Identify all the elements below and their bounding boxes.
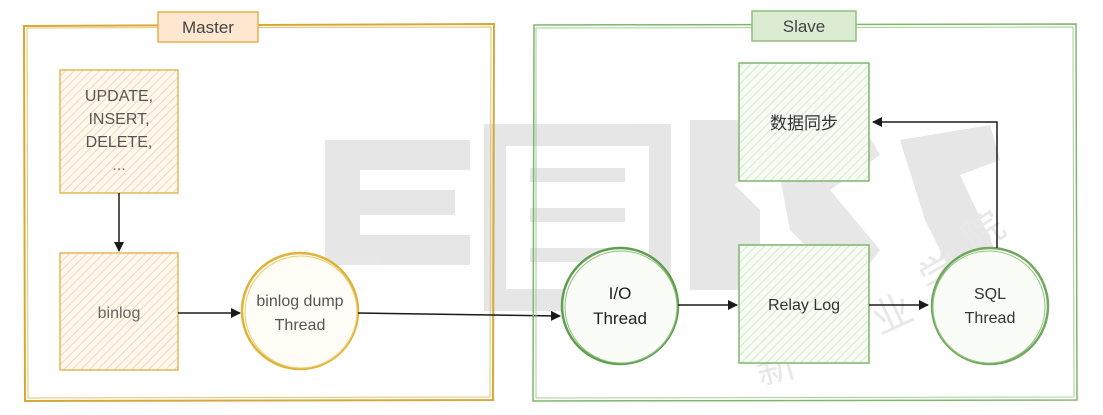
watermark-logo: 新 职 业 学 院 xyxy=(325,120,1013,394)
data-sync-label: 数据同步 xyxy=(770,114,838,133)
io-thread-line2: Thread xyxy=(593,309,647,328)
io-thread-line1: I/O xyxy=(609,284,632,303)
binlog-box: binlog xyxy=(59,252,179,371)
sql-statements-box: UPDATE, INSERT, DELETE, ... xyxy=(59,69,179,194)
master-title: Master xyxy=(182,18,234,37)
io-thread: I/O Thread xyxy=(560,246,680,366)
data-sync-box: 数据同步 xyxy=(738,62,870,182)
master-label: Master xyxy=(157,11,259,43)
sql-thread: SQL Thread xyxy=(930,246,1050,366)
sql-thread-line1: SQL xyxy=(974,286,1006,303)
dump-thread-line2: Thread xyxy=(275,317,326,334)
dump-thread-line1: binlog dump xyxy=(256,293,343,310)
sql-line-ellipsis: ... xyxy=(112,157,125,174)
binlog-label: binlog xyxy=(98,305,141,322)
relay-log-label: Relay Log xyxy=(768,297,840,314)
arrow-dump-to-io xyxy=(357,310,561,321)
master-container xyxy=(22,22,496,403)
sql-line-insert: INSERT, xyxy=(88,111,149,128)
sql-line-delete: DELETE, xyxy=(86,134,153,151)
relay-log-box: Relay Log xyxy=(738,244,870,364)
binlog-dump-thread: binlog dump Thread xyxy=(240,251,360,371)
svg-text:业: 业 xyxy=(865,286,920,343)
arrow-sql-to-datasync xyxy=(872,117,998,248)
slave-label: Slave xyxy=(751,10,857,42)
slave-container xyxy=(532,23,1078,402)
sql-line-update: UPDATE, xyxy=(85,88,153,105)
slave-title: Slave xyxy=(783,17,826,36)
sql-thread-line2: Thread xyxy=(965,310,1016,327)
